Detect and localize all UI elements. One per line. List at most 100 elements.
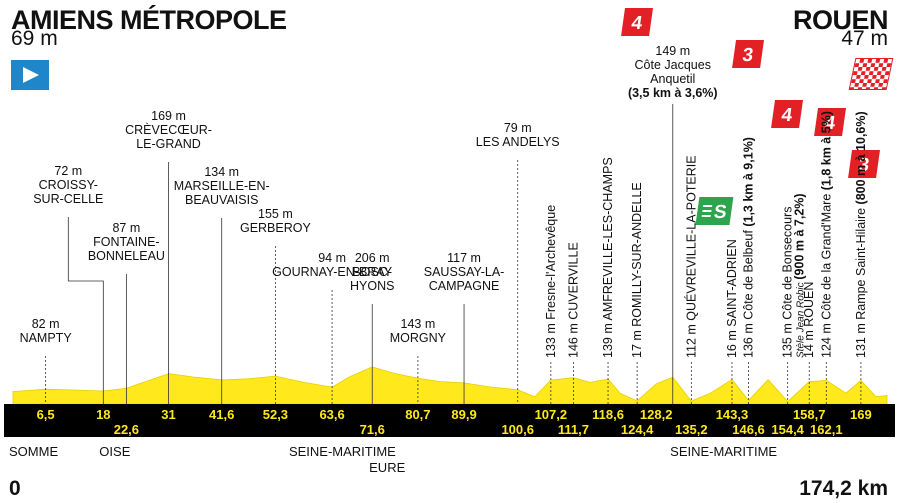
km-marker-label: 89,9 <box>451 407 476 422</box>
vertical-waypoint-label: 16 m SAINT-ADRIEN <box>725 239 739 358</box>
climb-label-part: 124 m Côte de la Grand'Mare <box>819 190 833 358</box>
climb-category-badge: 4 <box>814 108 846 136</box>
waypoint-label: BOSC- <box>352 265 392 279</box>
waypoint-label: BEAUVAISIS <box>185 193 258 207</box>
waypoint-label: CAMPAGNE <box>429 279 500 293</box>
sprint-letter: S <box>712 202 728 223</box>
waypoint-label: SUR-CELLE <box>33 192 103 206</box>
elevation-profile-area <box>12 366 888 405</box>
waypoint-label: MORGNY <box>390 331 447 345</box>
waypoint-label: BONNELEAU <box>88 249 165 263</box>
km-marker-label: 6,5 <box>37 407 55 422</box>
climb-category-number: 3 <box>741 45 755 66</box>
vertical-waypoint-label: 112 m QUÉVREVILLE-LA-POTERIE <box>683 155 698 358</box>
vertical-waypoint-label: 17 m ROMILLY-SUR-ANDELLE <box>630 182 644 358</box>
km-marker-label: 71,6 <box>360 422 385 437</box>
department-label: OISE <box>99 444 130 459</box>
climb-category-badge: 3 <box>732 40 764 68</box>
climb-label: 136 m Côte de Belbeuf (1,3 km à 9,1%) <box>742 137 756 358</box>
waypoint-label: 82 m <box>32 317 60 331</box>
vertical-waypoint-label: 133 m Fresne-l'Archevêque <box>544 205 558 358</box>
waypoint-label: 155 m <box>258 207 293 221</box>
km-marker-label: 18 <box>96 407 110 422</box>
climb-category-number: 4 <box>823 113 837 134</box>
climb-label-part: 131 m Rampe Saint-Hilaire <box>854 204 868 358</box>
climb-label: 149 m <box>655 44 690 58</box>
climb-badge-box <box>814 108 846 136</box>
vertical-waypoint-label: 139 m AMFREVILLE-LES-CHAMPS <box>601 157 615 358</box>
km-marker-label: 154,4 <box>771 422 804 437</box>
km-marker-label: 118,6 <box>592 407 624 422</box>
waypoint-label: 79 m <box>504 121 532 135</box>
waypoint-label: 169 m <box>151 109 186 123</box>
climb-label-part: (800 m à 10,6%) <box>854 111 868 204</box>
distance-start: 0 <box>9 477 21 500</box>
finish-town-title: ROUEN <box>792 5 889 35</box>
climb-label: 135 m Côte de Bonsecours Stèle Jean Robi… <box>781 193 807 358</box>
vertical-waypoint-label: 146 m CUVERVILLE <box>566 242 580 358</box>
km-marker-label: 135,2 <box>675 422 708 437</box>
waypoint-label: MARSEILLE-EN- <box>174 179 270 193</box>
start-town-title: AMIENS MÉTROPOLE <box>11 5 287 35</box>
distance-total: 174,2 km <box>799 477 888 500</box>
waypoint-label: LES ANDELYS <box>476 135 560 149</box>
climb-label: 124 m Côte de la Grand'Mare (1,8 km à 5%… <box>819 111 833 358</box>
climb-label-part: 136 m Côte de Belbeuf <box>742 227 756 358</box>
waypoint-label: 143 m <box>401 317 436 331</box>
km-marker-label: 22,6 <box>114 422 139 437</box>
waypoint-label: FONTAINE- <box>93 235 159 249</box>
km-marker-label: 124,4 <box>621 422 654 437</box>
climb-label-part: (900 m à 7,2%) <box>793 193 807 279</box>
km-marker-label: 169 <box>850 407 872 422</box>
climb-label-part: (1,8 km à 5%) <box>819 111 833 190</box>
waypoint-label: SAUSSAY-LA- <box>424 265 505 279</box>
waypoint-label: 72 m <box>54 164 82 178</box>
km-marker-label: 146,6 <box>732 422 765 437</box>
climb-category-number: 4 <box>780 105 794 126</box>
climb-label-part: Stèle Jean Robic <box>796 280 807 358</box>
climb-category-badge: 3 <box>848 150 880 178</box>
waypoint-label: CRÈVECŒUR- <box>125 122 212 137</box>
climb-label: Côte Jacques <box>635 58 711 72</box>
department-label: EURE <box>369 460 405 475</box>
km-marker-label: 128,2 <box>640 407 673 422</box>
waypoint-label: 206 m <box>355 251 390 265</box>
km-marker-label: 52,3 <box>263 407 288 422</box>
vertical-waypoint-label: 14 m ROUEN <box>802 282 816 358</box>
km-marker-label: 31 <box>161 407 175 422</box>
climb-category-number: 4 <box>630 13 644 34</box>
waypoint-label: 94 m <box>318 251 346 265</box>
climb-label: Anquetil <box>650 72 695 86</box>
climb-label-part: (1,3 km à 9,1%) <box>742 137 756 227</box>
sprint-badge-box <box>695 197 734 225</box>
climb-badge-box <box>848 150 880 178</box>
waypoint-label: 87 m <box>112 221 140 235</box>
km-band <box>4 404 895 437</box>
finish-altitude: 47 m <box>841 27 888 50</box>
climb-label-part: 135 m Côte de Bonsecours <box>781 203 795 358</box>
waypoint-leader-line <box>67 217 104 404</box>
km-marker-label: 107,2 <box>535 407 568 422</box>
waypoint-label: GERBEROY <box>240 221 312 235</box>
sprint-badge: S <box>695 197 734 225</box>
waypoint-label: 134 m <box>204 165 239 179</box>
km-marker-label: 143,3 <box>716 407 749 422</box>
waypoint-label: HYONS <box>350 279 394 293</box>
waypoint-label: NAMPTY <box>20 331 73 345</box>
km-marker-label: 80,7 <box>405 407 430 422</box>
start-flag-icon <box>11 60 49 90</box>
climb-category-badge: 4 <box>771 100 803 128</box>
department-label: SOMME <box>9 444 58 459</box>
start-altitude: 69 m <box>11 27 58 50</box>
km-marker-label: 63,6 <box>319 407 344 422</box>
climb-label: 131 m Rampe Saint-Hilaire (800 m à 10,6%… <box>854 111 868 358</box>
climb-category-number: 3 <box>857 155 871 176</box>
km-marker-label: 41,6 <box>209 407 234 422</box>
km-marker-label: 158,7 <box>793 407 826 422</box>
waypoint-label: LE-GRAND <box>136 137 201 151</box>
km-marker-label: 162,1 <box>810 422 843 437</box>
climb-badge-box <box>621 8 653 36</box>
climb-label: (3,5 km à 3,6%) <box>628 86 718 100</box>
climb-category-badge: 4 <box>621 8 653 36</box>
